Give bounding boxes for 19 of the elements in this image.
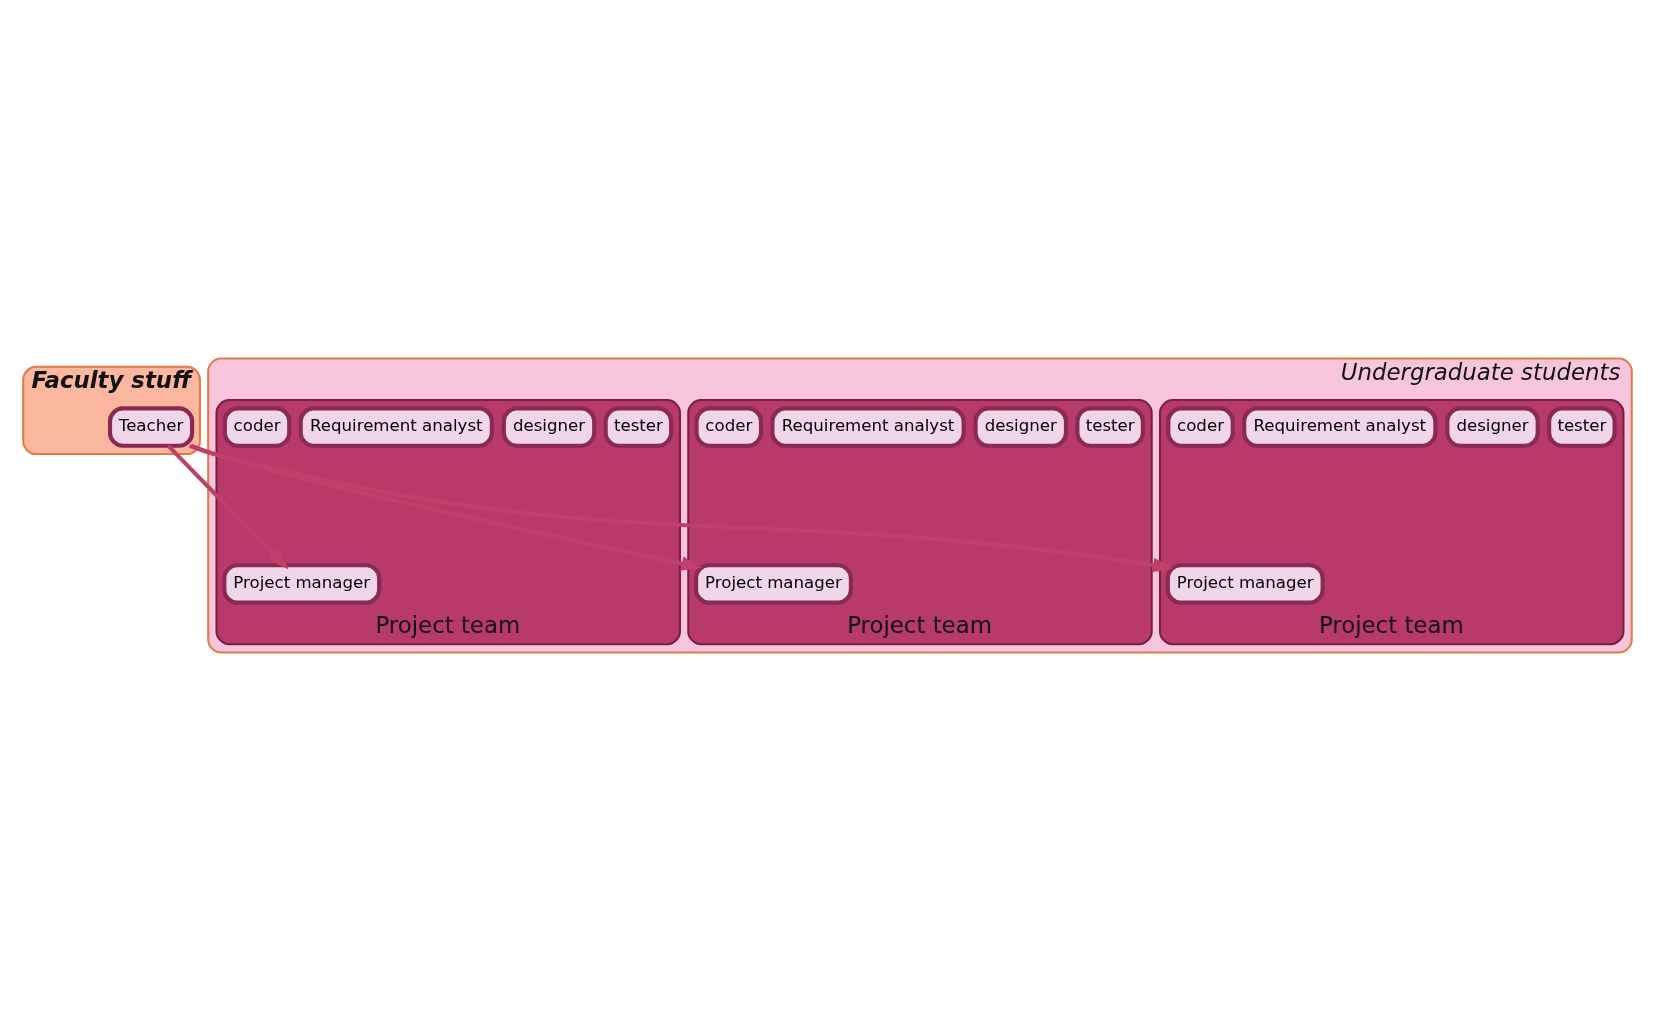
node-box: designer xyxy=(973,405,1068,448)
node-box: Requirement analyst xyxy=(1241,405,1437,448)
node-box: Teacher xyxy=(107,405,194,448)
node-box: Project manager xyxy=(693,562,853,605)
node-box: Requirement analyst xyxy=(298,405,494,448)
node-box: Requirement analyst xyxy=(769,405,966,448)
node-box: tester xyxy=(1074,405,1145,448)
arrow xyxy=(166,443,289,569)
node-box: coder xyxy=(1165,405,1235,448)
node-box: Project manager xyxy=(221,562,381,605)
arrow xyxy=(190,443,702,571)
node-box: tester xyxy=(603,405,673,448)
node-box: coder xyxy=(222,405,291,448)
node-box: coder xyxy=(694,405,763,448)
node-box: tester xyxy=(1546,405,1617,448)
arrow xyxy=(188,443,1174,572)
node-box: Project manager xyxy=(1165,562,1325,605)
node-box: designer xyxy=(501,405,596,448)
node-box: designer xyxy=(1444,405,1540,448)
